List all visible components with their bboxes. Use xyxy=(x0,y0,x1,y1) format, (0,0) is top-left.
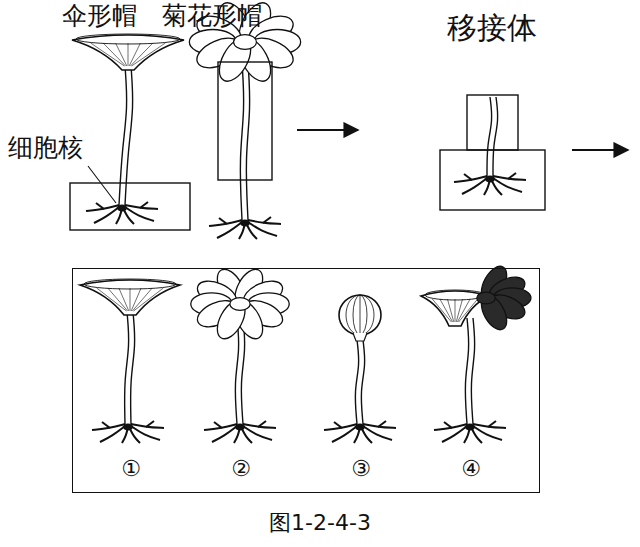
stalk xyxy=(361,340,364,424)
bulb-meridian xyxy=(346,295,374,335)
graft-box: 移接体 xyxy=(440,95,545,210)
rhizoid xyxy=(212,426,237,442)
rhizoid xyxy=(100,426,125,442)
cap-rib xyxy=(103,43,125,66)
flower-center xyxy=(230,298,250,311)
leader-line xyxy=(88,166,116,203)
result-number: ③ xyxy=(351,456,371,481)
cap-label: 伞形帽 xyxy=(62,2,137,31)
rhizoid xyxy=(488,421,496,427)
cap-rib xyxy=(131,288,141,311)
stalk xyxy=(125,66,133,205)
cap-rib xyxy=(108,288,128,311)
nucleus xyxy=(235,424,245,431)
rhizoid xyxy=(217,222,242,238)
rhizoid xyxy=(462,178,487,194)
stalk xyxy=(246,62,249,220)
graft-outline xyxy=(440,95,545,210)
cap-rib xyxy=(132,43,166,66)
graft-label: 移接体 xyxy=(447,11,537,46)
cap-label: 菊花形帽 xyxy=(162,2,262,31)
cap-rim xyxy=(84,279,176,289)
rhizoid xyxy=(442,426,467,442)
rhizoid xyxy=(378,421,386,427)
result-number: ① xyxy=(121,456,141,481)
part-label: 细胞核 xyxy=(8,134,83,163)
process-arrow xyxy=(297,129,358,131)
cap-rib xyxy=(129,43,140,66)
nucleus xyxy=(123,424,133,431)
cap-rib xyxy=(119,288,129,311)
figure-caption: 图1-2-4-3 xyxy=(269,510,371,535)
rhizoid xyxy=(464,174,472,180)
cap-rib xyxy=(91,43,125,66)
stalk xyxy=(131,312,135,424)
rhizoid xyxy=(444,422,452,428)
nucleus xyxy=(117,205,127,212)
rhizoid xyxy=(96,203,104,209)
rhizoid xyxy=(334,422,342,428)
cut-box xyxy=(70,183,190,230)
stalk xyxy=(471,318,474,424)
result-box: ① ② ③ ④ xyxy=(72,268,540,493)
cap-rib xyxy=(134,288,164,311)
cut-box xyxy=(218,62,272,180)
cut-box xyxy=(467,95,518,150)
cap-rim xyxy=(425,290,485,300)
cap-rib xyxy=(459,299,478,322)
umbrella-cap xyxy=(80,280,180,315)
cut-box xyxy=(440,150,545,210)
stalk xyxy=(493,97,498,176)
nucleus xyxy=(240,220,250,227)
rhizoid xyxy=(146,421,154,427)
stalk xyxy=(235,318,238,424)
cap-rib xyxy=(130,43,152,66)
bulb-cap xyxy=(339,295,381,335)
figures xyxy=(70,0,628,443)
flower-center xyxy=(477,292,495,304)
result-number: ④ xyxy=(461,456,481,481)
bulb-meridian xyxy=(360,295,361,335)
stalk xyxy=(465,318,468,424)
rhizoid xyxy=(258,421,266,427)
umbrella-cap xyxy=(72,35,184,70)
nucleus xyxy=(355,424,365,431)
flower-petal xyxy=(213,33,257,86)
stalk xyxy=(241,318,244,424)
bulb-meridian xyxy=(353,295,367,335)
rhizoid xyxy=(102,422,110,428)
rhizoid xyxy=(508,173,516,179)
stalk xyxy=(355,340,358,424)
flower-center xyxy=(234,35,257,50)
flower-petal xyxy=(212,296,251,343)
stalk xyxy=(125,312,129,424)
cap-rib xyxy=(132,288,152,311)
stalk xyxy=(487,97,492,176)
rhizoid xyxy=(332,426,357,442)
cap-rib xyxy=(130,288,131,311)
cap-rib xyxy=(455,299,456,322)
rhizoid xyxy=(140,202,148,208)
result-number: ② xyxy=(231,456,251,481)
cap-rib xyxy=(447,299,453,322)
stalk xyxy=(240,62,243,220)
flower-petal xyxy=(476,291,512,334)
cap-rim xyxy=(76,34,180,44)
rhizoid xyxy=(263,217,271,223)
rhizoid xyxy=(94,207,119,223)
nucleus xyxy=(485,176,495,183)
rhizoid xyxy=(214,422,222,428)
bulb-neck xyxy=(353,333,367,341)
rhizoid xyxy=(219,218,227,224)
nucleus xyxy=(465,424,475,431)
cap-rib xyxy=(128,43,129,66)
process-arrow xyxy=(572,149,628,151)
cap-rib xyxy=(97,288,127,311)
cap-rib xyxy=(116,43,127,66)
